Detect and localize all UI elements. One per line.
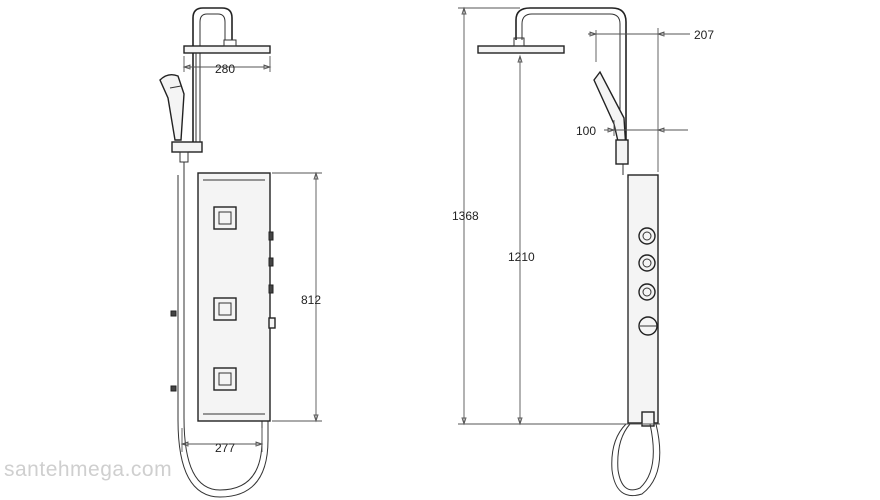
dimension-label-100: 100	[576, 124, 596, 138]
dimension-label-1368: 1368	[452, 209, 479, 223]
front-hose	[183, 162, 263, 491]
dimension-label-1210: 1210	[508, 250, 535, 264]
side-control-knob	[638, 283, 656, 301]
dimension-label-812: 812	[301, 293, 321, 307]
front-body-jet	[213, 297, 237, 321]
front-hand-shower	[159, 73, 185, 141]
front-view: 280 812 277	[159, 7, 322, 498]
front-head-shower	[183, 45, 271, 54]
front-body-jet	[213, 367, 237, 391]
front-shower-arm	[192, 7, 233, 150]
dimension-label-207: 207	[694, 28, 714, 42]
front-body-jet	[213, 206, 237, 230]
dimension-280	[182, 56, 272, 72]
side-hose	[617, 423, 654, 491]
dimension-1368	[458, 6, 600, 426]
dimension-812	[272, 171, 322, 423]
dimension-1210	[517, 54, 523, 426]
side-head-shower	[477, 45, 565, 54]
side-shower-arm	[515, 7, 627, 150]
side-thermostat	[638, 316, 658, 336]
dimension-207	[588, 28, 690, 172]
side-control-knob	[638, 254, 656, 272]
side-control-knob	[638, 227, 656, 245]
dimension-100	[604, 120, 688, 136]
dimension-277	[180, 428, 264, 452]
side-view: 1368 1210 207 100	[452, 6, 714, 496]
dimension-label-280: 280	[215, 62, 235, 76]
watermark-text: santehmega.com	[4, 458, 173, 481]
side-hand-shower	[593, 70, 627, 151]
dimension-label-277: 277	[215, 441, 235, 455]
